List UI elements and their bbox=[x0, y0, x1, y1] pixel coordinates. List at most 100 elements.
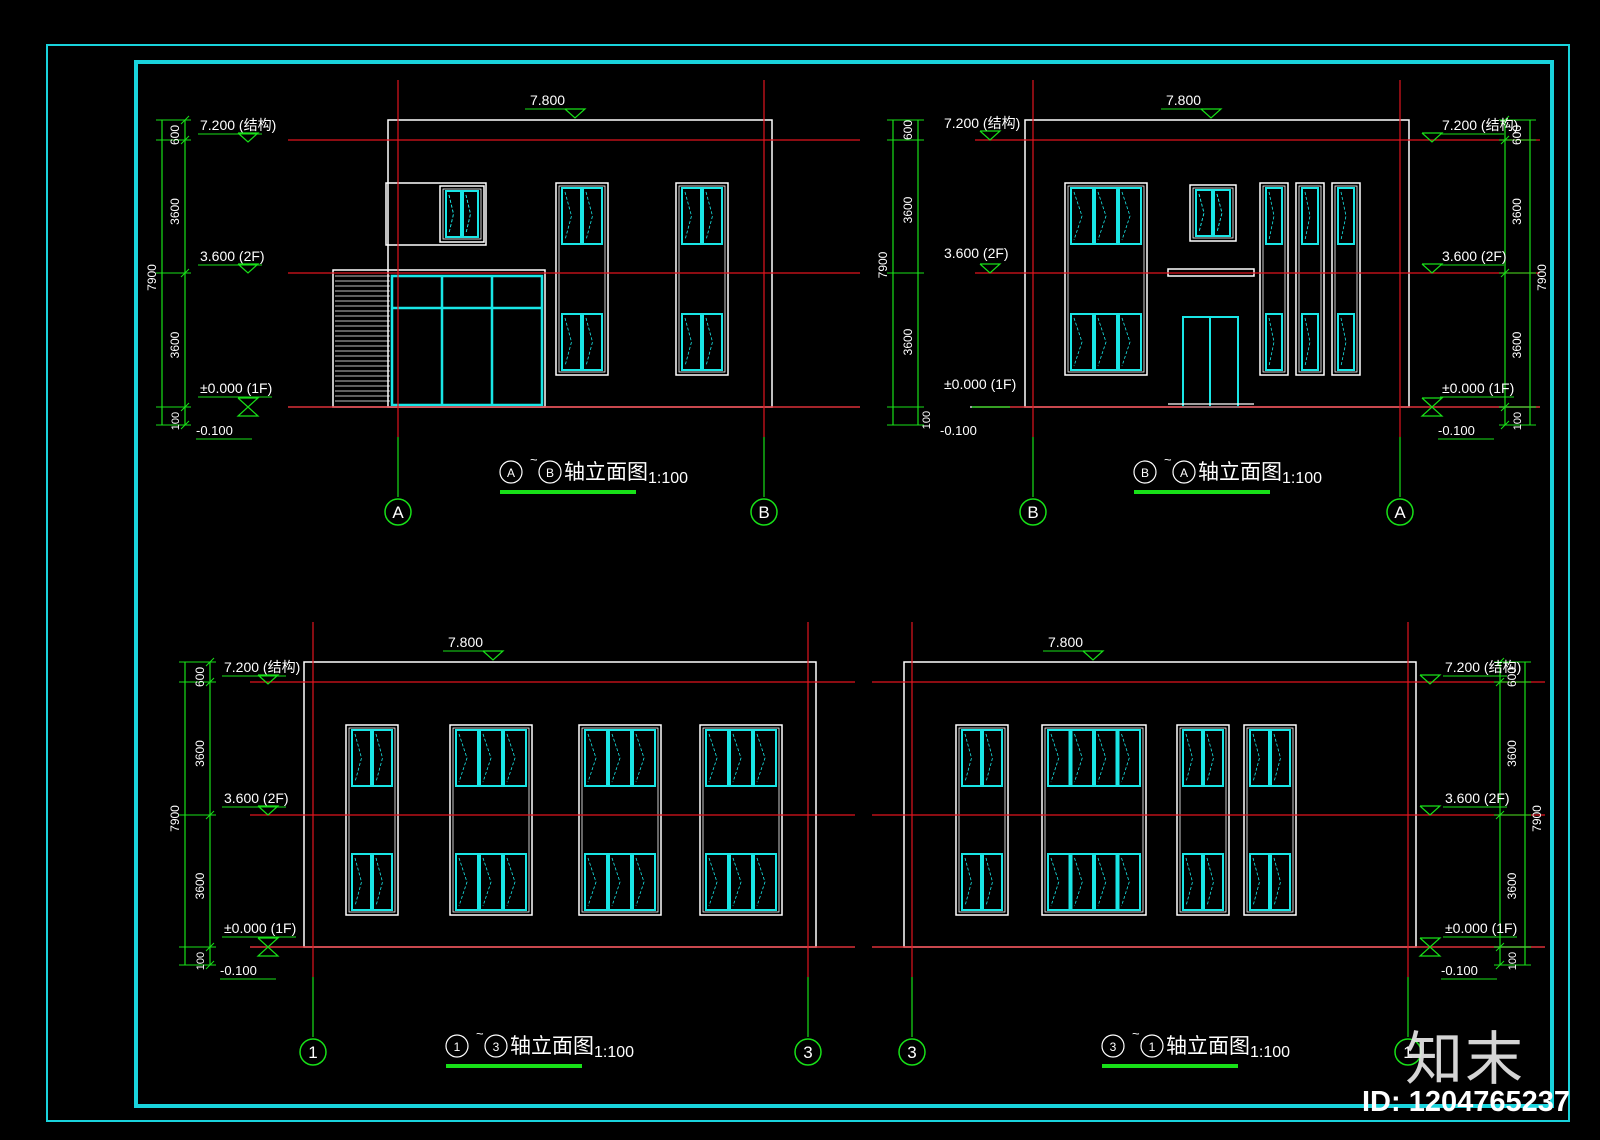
parapet-level-mark bbox=[237, 132, 260, 143]
title-bubble-from bbox=[1101, 1034, 1125, 1058]
pane-swing bbox=[756, 733, 766, 783]
window-pane bbox=[1070, 313, 1094, 371]
window-frame bbox=[1176, 724, 1230, 916]
curtain-wall bbox=[390, 274, 544, 407]
title-bubble-to bbox=[1172, 460, 1196, 484]
pane-swing bbox=[964, 733, 972, 783]
small-window bbox=[1189, 184, 1237, 242]
window-frame bbox=[578, 724, 662, 916]
pane-swing bbox=[756, 857, 766, 907]
window-pane bbox=[961, 853, 982, 911]
dim-total: 7900 bbox=[1535, 264, 1549, 291]
window-pane bbox=[1301, 187, 1319, 245]
dim-slash bbox=[205, 960, 215, 970]
left-dim-600: 600 bbox=[901, 120, 915, 140]
title-underline bbox=[500, 490, 636, 494]
window-pane bbox=[584, 853, 608, 911]
parapet-elevation: 7.200 (结构) bbox=[1442, 117, 1518, 133]
window-pane bbox=[503, 729, 527, 787]
window-inner-frame bbox=[1067, 185, 1145, 373]
dim-600: 600 bbox=[168, 125, 182, 145]
window-3 bbox=[578, 724, 662, 916]
pane-swing bbox=[705, 191, 713, 241]
left-dim-3600: 3600 bbox=[901, 196, 915, 223]
window-pane bbox=[503, 853, 527, 911]
axis-label: 3 bbox=[803, 1043, 812, 1062]
window-1 bbox=[955, 724, 1009, 916]
axis-bubble bbox=[384, 498, 412, 526]
inner-frame bbox=[134, 60, 1554, 1108]
window-pane bbox=[1117, 853, 1141, 911]
ground-level-mark bbox=[256, 937, 280, 957]
title-bubble-to bbox=[484, 1034, 508, 1058]
window-4 bbox=[699, 724, 783, 916]
floor2-elevation: 3.600 (2F) bbox=[1442, 248, 1507, 264]
title-axis-from: A bbox=[507, 466, 515, 480]
ground-elevation: ±0.000 (1F) bbox=[1442, 380, 1514, 396]
pane-swing bbox=[354, 857, 362, 907]
dim-3600-lower: 3600 bbox=[1505, 872, 1519, 899]
parapet-level-mark bbox=[1421, 132, 1444, 143]
axis-label: B bbox=[758, 503, 769, 522]
window-pane bbox=[705, 853, 729, 911]
parapet-level-mark bbox=[1419, 674, 1442, 685]
dim-3600-lower: 3600 bbox=[1510, 331, 1524, 358]
pane-swing bbox=[1185, 857, 1193, 907]
window-inner-frame bbox=[1044, 727, 1144, 913]
window-inner-frame bbox=[442, 188, 482, 240]
pane-swing bbox=[611, 857, 621, 907]
window-pane bbox=[705, 729, 729, 787]
title-axis-from: 1 bbox=[454, 1040, 461, 1054]
title-bubble-to bbox=[538, 460, 562, 484]
dim-3600-lower: 3600 bbox=[168, 331, 182, 358]
pane-swing bbox=[482, 857, 492, 907]
left-parapet-mark bbox=[979, 130, 1002, 141]
pane-swing bbox=[506, 857, 516, 907]
dim-3600-upper: 3600 bbox=[168, 198, 182, 225]
ground-elevation: ±0.000 (1F) bbox=[224, 920, 296, 936]
pane-swing bbox=[587, 733, 597, 783]
window-frame bbox=[1259, 182, 1289, 376]
dim-3600-lower: 3600 bbox=[193, 872, 207, 899]
window-pane bbox=[455, 729, 479, 787]
left-dim-total: 7900 bbox=[876, 251, 890, 278]
pane-swing bbox=[1268, 191, 1275, 241]
title-scale: 1:100 bbox=[648, 470, 688, 487]
pane-swing bbox=[1216, 193, 1223, 233]
window-pane bbox=[351, 853, 372, 911]
pane-swing bbox=[1097, 317, 1107, 367]
axis-label: 3 bbox=[907, 1043, 916, 1062]
window-pane bbox=[1203, 853, 1224, 911]
dim-600: 600 bbox=[193, 667, 207, 687]
pane-swing bbox=[585, 317, 593, 367]
ground-elevation: ±0.000 (1F) bbox=[1445, 920, 1517, 936]
dim-slash bbox=[180, 115, 190, 125]
dim-slash bbox=[205, 942, 215, 952]
window-pane bbox=[729, 729, 753, 787]
window-pane bbox=[1270, 729, 1291, 787]
dim-slash bbox=[205, 810, 215, 820]
pane-swing bbox=[708, 733, 718, 783]
pane-swing bbox=[1185, 733, 1193, 783]
window-pane bbox=[1337, 187, 1355, 245]
axis-label: 1 bbox=[1403, 1043, 1412, 1062]
pane-swing bbox=[1304, 317, 1311, 367]
title-scale: 1:100 bbox=[1250, 1044, 1290, 1061]
window-pane bbox=[681, 313, 702, 371]
pane-swing bbox=[684, 317, 692, 367]
window-pane bbox=[1195, 189, 1213, 237]
dim-100: 100 bbox=[1512, 412, 1524, 430]
pane-swing bbox=[1121, 733, 1130, 783]
window-pane bbox=[1182, 729, 1203, 787]
window-frame bbox=[439, 185, 485, 243]
roof-elevation: 7.800 bbox=[448, 634, 483, 650]
window-pane bbox=[1249, 729, 1270, 787]
tall-window-2 bbox=[675, 182, 729, 376]
dim-slash bbox=[180, 402, 190, 412]
pane-swing bbox=[1097, 191, 1107, 241]
pane-swing bbox=[1050, 857, 1060, 907]
pane-swing bbox=[611, 733, 621, 783]
left-parapet: 7.200 (结构) bbox=[944, 115, 1020, 131]
